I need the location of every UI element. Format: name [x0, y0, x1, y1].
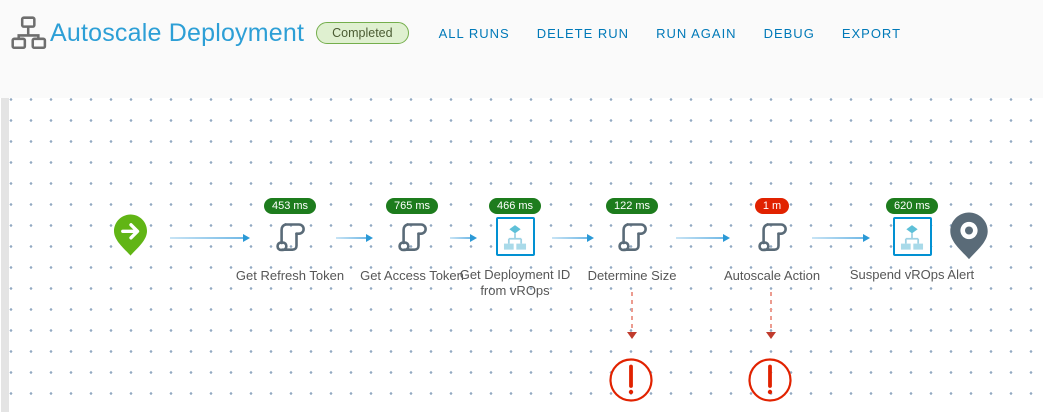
connector	[336, 234, 373, 242]
node-suspend-vrops-alert[interactable]: 620 ms Suspend vROps Alert	[837, 198, 987, 283]
header: Autoscale Deployment Completed ALL RUNS …	[0, 0, 1043, 98]
script-task-icon	[612, 217, 652, 257]
node-determine-size[interactable]: 122 ms Determine Size	[557, 198, 707, 284]
connector	[812, 234, 870, 242]
connector	[676, 234, 730, 242]
error-connector	[627, 292, 637, 339]
node-label: Autoscale Action	[723, 268, 821, 283]
node-get-refresh-token[interactable]: 453 ms Get Refresh Token	[215, 198, 365, 284]
delete-run-button[interactable]: DELETE RUN	[536, 25, 630, 41]
page-title: Autoscale Deployment	[50, 18, 305, 47]
duration-badge: 1 m	[754, 198, 790, 214]
duration-badge: 620 ms	[885, 198, 939, 214]
pipeline-canvas[interactable]: 453 ms Get Refresh Token 765 ms	[0, 98, 1043, 412]
node-label: Get Refresh Token	[235, 268, 345, 283]
node-label: Get Access Token	[360, 268, 464, 283]
workflow-task-icon	[495, 217, 535, 256]
run-again-button[interactable]: RUN AGAIN	[656, 25, 737, 41]
end-pin-icon[interactable]	[948, 211, 990, 266]
node-label: Determine Size	[587, 268, 677, 283]
node-get-deployment-id[interactable]: 466 ms Get Deployment ID from vROps	[440, 198, 590, 299]
start-pin-icon[interactable]	[112, 213, 149, 263]
duration-badge: 453 ms	[263, 198, 317, 214]
duration-badge: 466 ms	[488, 198, 542, 214]
node-label: Suspend vROps Alert	[849, 267, 975, 282]
connector	[170, 234, 250, 242]
node-label: Get Deployment ID from vROps	[459, 267, 571, 298]
workflow-task-icon	[892, 217, 932, 256]
error-connector	[766, 292, 776, 339]
error-icon[interactable]	[608, 357, 654, 403]
node-autoscale-action[interactable]: 1 m Autoscale Action	[697, 198, 847, 284]
script-task-icon	[392, 217, 432, 257]
error-icon[interactable]	[747, 357, 793, 403]
debug-button[interactable]: DEBUG	[763, 25, 815, 41]
script-task-icon	[270, 217, 310, 257]
node-get-access-token[interactable]: 765 ms Get Access Token	[337, 198, 487, 284]
export-button[interactable]: EXPORT	[841, 25, 902, 41]
duration-badge: 765 ms	[385, 198, 439, 214]
all-runs-button[interactable]: ALL RUNS	[438, 25, 510, 41]
status-badge: Completed	[316, 22, 409, 44]
connector	[552, 234, 594, 242]
script-task-icon	[752, 217, 792, 257]
connector	[450, 234, 477, 242]
hierarchy-icon	[8, 13, 48, 53]
duration-badge: 122 ms	[605, 198, 659, 214]
action-menu: ALL RUNS DELETE RUN RUN AGAIN DEBUG EXPO…	[439, 26, 901, 41]
canvas-left-gutter	[1, 98, 9, 412]
